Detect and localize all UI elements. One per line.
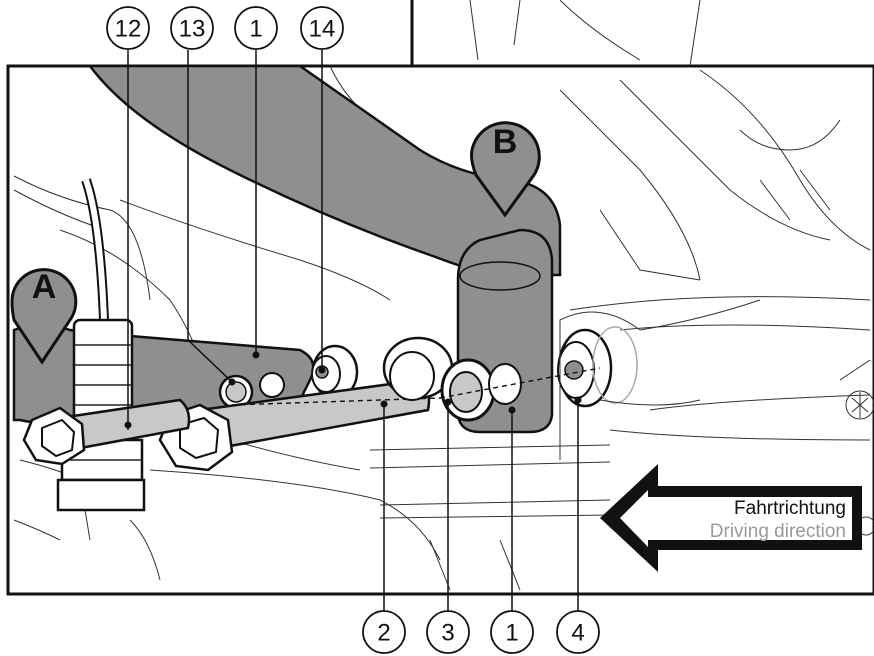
driving-direction-arrow: Fahrtrichtung Driving direction	[600, 464, 862, 572]
callout-1-top: 1	[234, 6, 278, 50]
leader-dots	[124, 351, 582, 429]
callout-14-label: 14	[309, 16, 336, 43]
callout-13: 13	[170, 6, 214, 50]
nut	[382, 336, 454, 401]
spacer-4	[557, 299, 761, 460]
callout-4-label: 4	[571, 620, 584, 647]
frame-lines	[6, 0, 874, 596]
callout-leaders-top	[127, 50, 323, 430]
callout-3: 3	[426, 610, 470, 654]
marker-b: B	[470, 121, 541, 218]
direction-label-de: Fahrtrichtung	[734, 498, 846, 519]
callout-13-label: 13	[179, 16, 206, 43]
direction-label-en: Driving direction	[710, 521, 846, 542]
callout-2: 2	[362, 610, 406, 654]
callout-12-label: 12	[115, 16, 142, 43]
washer-3	[440, 358, 522, 422]
callout-4: 4	[556, 610, 600, 654]
background-sketch	[13, 65, 874, 591]
marker-b-label: B	[493, 123, 518, 161]
callout-1-top-label: 1	[249, 16, 262, 43]
callout-2-label: 2	[377, 620, 390, 647]
callout-12: 12	[106, 6, 150, 50]
marker-a-label: A	[32, 268, 57, 306]
callout-1-bottom: 1	[490, 610, 534, 654]
marker-a: A	[10, 268, 78, 365]
axis-line	[439, 367, 601, 399]
background-sketch-top	[469, 0, 701, 67]
callout-3-label: 3	[441, 620, 454, 647]
callout-1-bottom-label: 1	[505, 620, 518, 647]
hose	[81, 178, 109, 321]
callout-14: 14	[300, 6, 344, 50]
callout-leaders-bottom	[383, 400, 579, 618]
